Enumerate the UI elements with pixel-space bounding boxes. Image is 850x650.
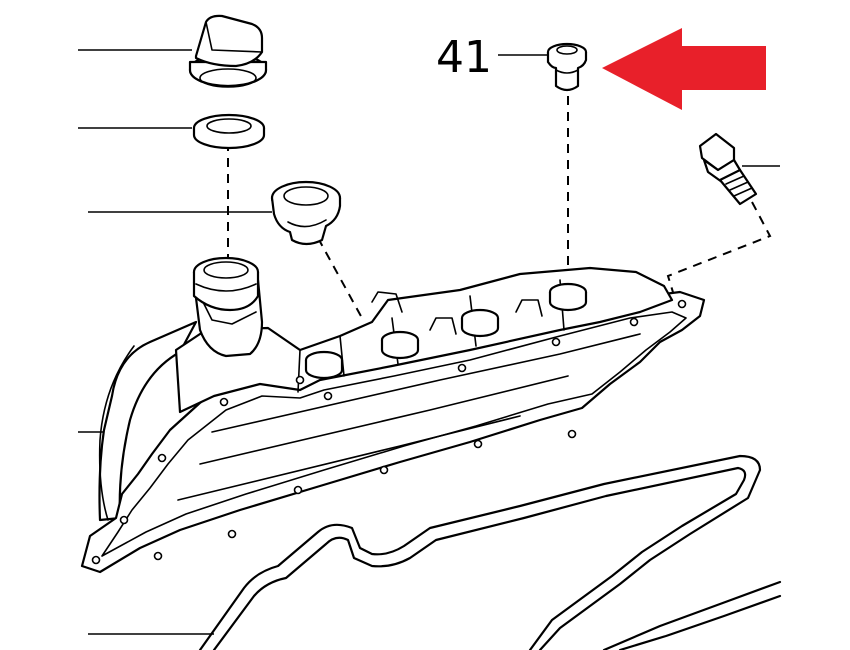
- red-arrow-icon: [602, 28, 766, 110]
- leader-lines: [78, 49, 780, 635]
- oil-filler-cap: [188, 14, 268, 88]
- assembly-lines: [227, 96, 772, 319]
- bolt: [698, 132, 758, 206]
- valve-cover-gasket: [198, 454, 782, 650]
- part-41-seal: [546, 42, 588, 92]
- grommet: [270, 180, 342, 246]
- flange-bolt-holes: [91, 299, 687, 565]
- callout-label-41: 41: [436, 32, 492, 83]
- valve-cover: [80, 256, 706, 574]
- cap-gasket: [192, 113, 266, 150]
